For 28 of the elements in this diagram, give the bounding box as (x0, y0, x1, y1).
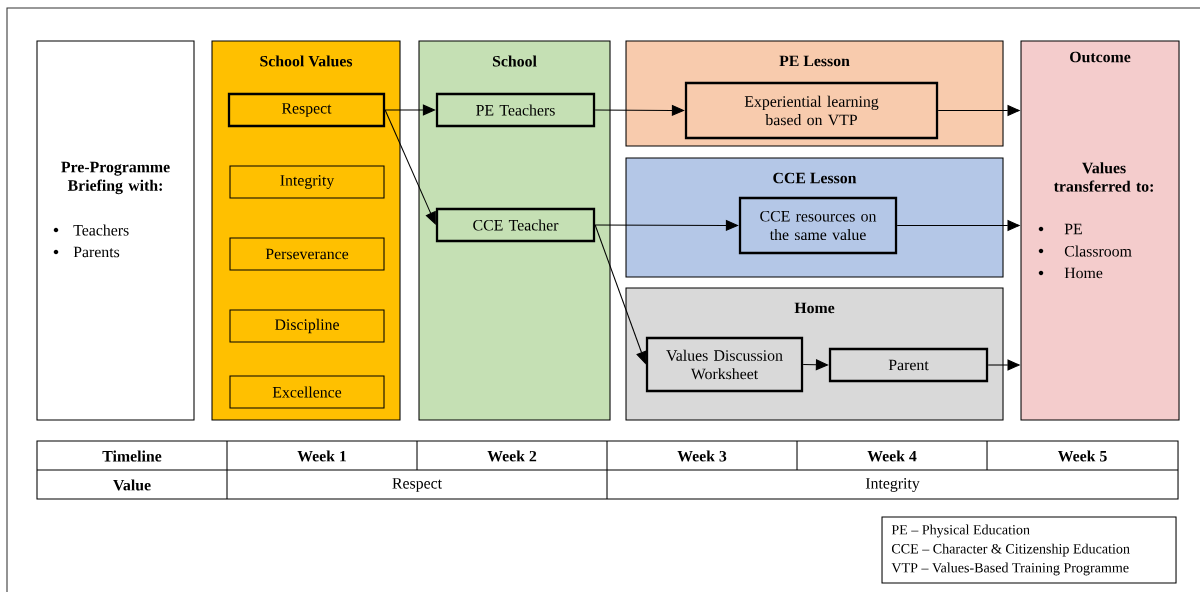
value-box: Discipline (229, 309, 385, 343)
abbreviation-text: PE – Physical Education (891, 524, 1030, 538)
arrow (384, 104, 436, 116)
table-text: Week 5 (1057, 450, 1107, 462)
table-text: Integrity (865, 478, 920, 492)
abbreviation-text: VTP – Values-Based Training Programme (891, 562, 1129, 576)
table-text: Week 2 (487, 450, 537, 462)
table-text: Week 3 (677, 450, 727, 462)
process-box: Values Discussion Worksheet (645, 336, 804, 393)
process-box: Respect (227, 92, 386, 128)
value-box: Integrity (229, 165, 385, 199)
process-box: Experiential learning based on VTP (684, 81, 939, 140)
value-box: Excellence (229, 375, 385, 409)
process-box: Parent (828, 347, 989, 383)
table-text: Value (113, 479, 151, 491)
process-box: CCE Teacher (435, 207, 596, 243)
process-box: CCE resources on the same value (738, 196, 898, 255)
table-text: Timeline (102, 450, 162, 462)
value-box: Perseverance (229, 237, 385, 271)
outcome-panel: Outcome Values transferred to: PE Classroom Home (1020, 40, 1180, 421)
briefing-box: Pre-Programme Briefing with: Teachers Parents (36, 40, 195, 421)
table-text: Week 4 (867, 450, 917, 462)
table-text: Week 1 (297, 450, 346, 462)
arrow (802, 359, 829, 371)
arrow (384, 109, 436, 225)
table-text: Respect (392, 478, 442, 492)
abbreviation-text: CCE – Character & Citizenship Education (891, 543, 1130, 557)
process-box: PE Teachers (435, 92, 596, 128)
